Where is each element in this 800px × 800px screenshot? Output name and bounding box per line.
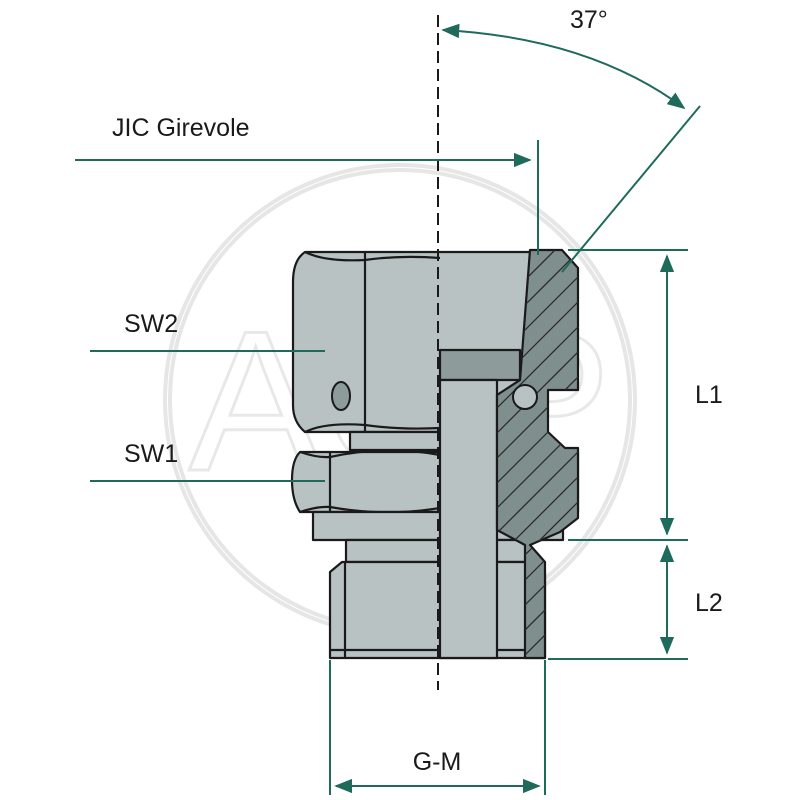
g-m-label: G-M bbox=[413, 748, 462, 776]
o-ring bbox=[512, 384, 538, 410]
l2-label: L2 bbox=[695, 589, 723, 617]
angle-label: 37° bbox=[570, 6, 608, 34]
section-hatch bbox=[495, 248, 580, 660]
l1-label: L1 bbox=[695, 381, 723, 409]
nut-hole bbox=[331, 381, 351, 411]
dimensions bbox=[75, 23, 701, 795]
jic-girevole-label: JIC Girevole bbox=[112, 114, 250, 142]
sw1-label: SW1 bbox=[124, 440, 178, 468]
sw2-label: SW2 bbox=[124, 310, 178, 338]
